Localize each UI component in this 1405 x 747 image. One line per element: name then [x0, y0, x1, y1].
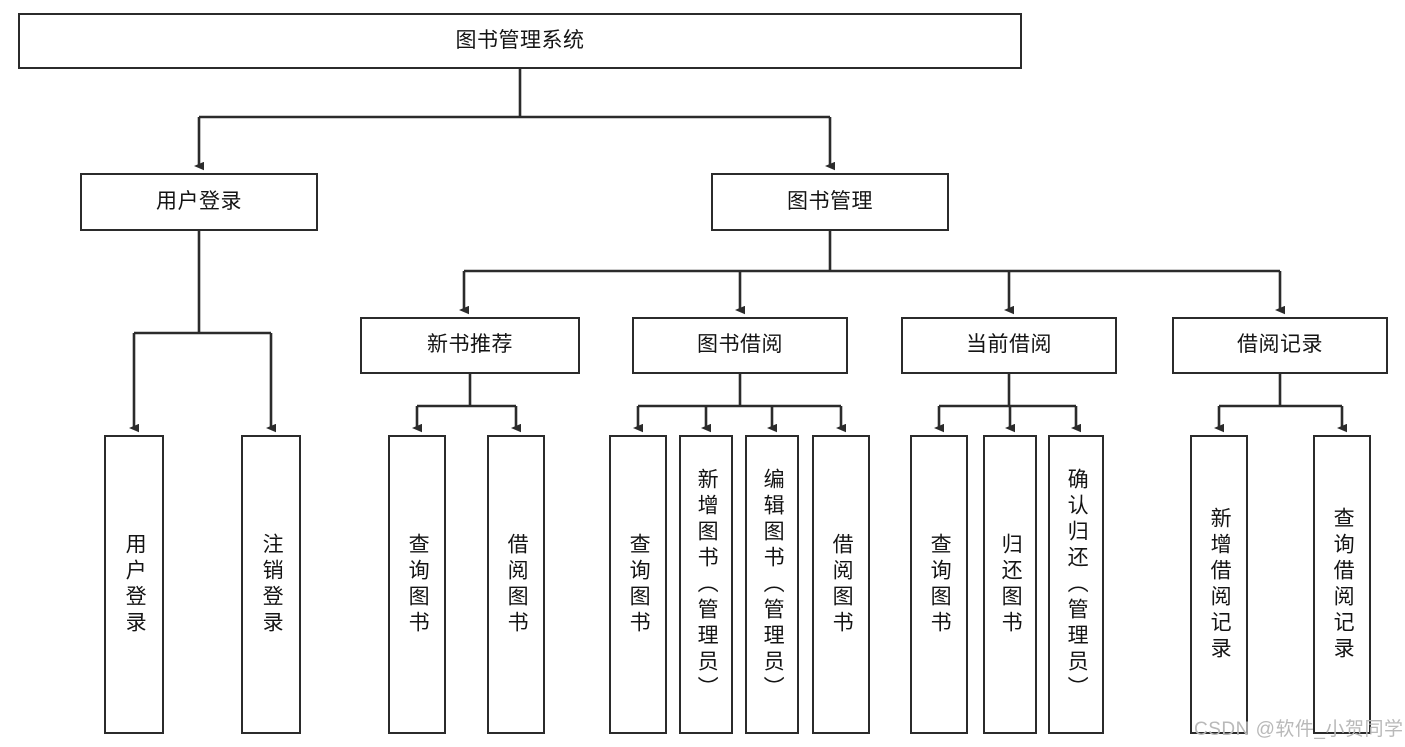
leaf-borrow-book-recommend-label: 借阅图书 [505, 532, 529, 637]
node-current-borrow[interactable]: 当前借阅 [901, 317, 1117, 374]
leaf-query-book-borrow-label: 查询图书 [627, 532, 651, 637]
leaf-query-borrow-record[interactable]: 查询借阅记录 [1313, 435, 1371, 734]
leaf-confirm-return-admin-label: 确认归还（管理员） [1065, 467, 1089, 702]
leaf-query-book-borrow[interactable]: 查询图书 [609, 435, 667, 734]
csdn-watermark: CSDN @软件_小贺同学 [1194, 719, 1404, 740]
node-current-borrow-label: 当前借阅 [966, 333, 1052, 357]
leaf-return-book[interactable]: 归还图书 [983, 435, 1037, 734]
leaf-query-book-recommend[interactable]: 查询图书 [388, 435, 446, 734]
node-user-login-label: 用户登录 [156, 189, 242, 213]
leaf-query-book-current-label: 查询图书 [928, 532, 952, 637]
node-user-login[interactable]: 用户登录 [80, 173, 318, 231]
node-book-borrow[interactable]: 图书借阅 [632, 317, 848, 374]
leaf-borrow-book-label: 借阅图书 [830, 532, 854, 637]
node-borrow-record[interactable]: 借阅记录 [1172, 317, 1388, 374]
leaf-user-login-label: 用户登录 [123, 532, 147, 637]
node-book-borrow-label: 图书借阅 [697, 333, 783, 357]
leaf-edit-book-admin-label: 编辑图书（管理员） [761, 467, 785, 702]
node-book-management[interactable]: 图书管理 [711, 173, 949, 231]
leaf-borrow-book[interactable]: 借阅图书 [812, 435, 870, 734]
leaf-logout[interactable]: 注销登录 [241, 435, 301, 734]
leaf-edit-book-admin[interactable]: 编辑图书（管理员） [745, 435, 799, 734]
node-new-book-recommend-label: 新书推荐 [427, 333, 513, 357]
node-root-label: 图书管理系统 [455, 28, 585, 52]
node-new-book-recommend[interactable]: 新书推荐 [360, 317, 580, 374]
leaf-confirm-return-admin[interactable]: 确认归还（管理员） [1048, 435, 1104, 734]
leaf-add-borrow-record-label: 新增借阅记录 [1208, 506, 1232, 663]
node-borrow-record-label: 借阅记录 [1237, 333, 1323, 357]
leaf-query-book-current[interactable]: 查询图书 [910, 435, 968, 734]
leaf-return-book-label: 归还图书 [999, 532, 1023, 637]
leaf-logout-label: 注销登录 [260, 532, 284, 637]
leaf-query-borrow-record-label: 查询借阅记录 [1331, 506, 1355, 663]
node-book-management-label: 图书管理 [787, 189, 873, 213]
node-root[interactable]: 图书管理系统 [18, 13, 1022, 69]
leaf-query-book-recommend-label: 查询图书 [406, 532, 430, 637]
leaf-borrow-book-recommend[interactable]: 借阅图书 [487, 435, 545, 734]
leaf-add-borrow-record[interactable]: 新增借阅记录 [1190, 435, 1248, 734]
leaf-user-login[interactable]: 用户登录 [104, 435, 164, 734]
leaf-add-book-admin[interactable]: 新增图书（管理员） [679, 435, 733, 734]
leaf-add-book-admin-label: 新增图书（管理员） [695, 467, 719, 702]
